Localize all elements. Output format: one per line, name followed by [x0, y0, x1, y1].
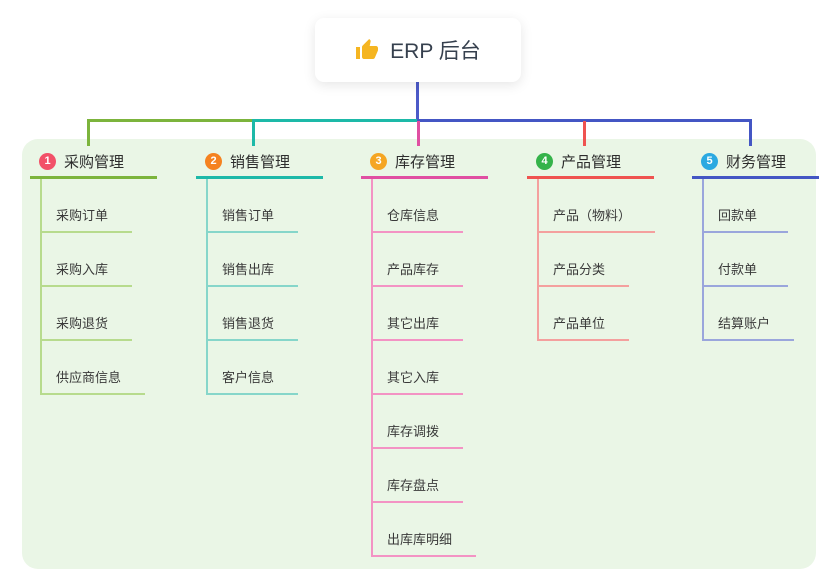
- branch-header[interactable]: 4 产品管理: [527, 146, 654, 179]
- child-label: 回款单: [718, 208, 758, 223]
- child-node[interactable]: 采购入库: [40, 233, 133, 287]
- connector-bus-teal: [252, 119, 418, 122]
- child-label: 库存盘点: [387, 478, 440, 493]
- child-label: 仓库信息: [387, 208, 440, 223]
- child-node[interactable]: 产品单位: [537, 287, 630, 341]
- branches-panel: [22, 139, 816, 569]
- child-label: 付款单: [718, 262, 758, 277]
- child-node[interactable]: 销售订单: [206, 179, 299, 233]
- connector-trunk: [416, 80, 419, 120]
- connector-bus-green: [87, 119, 253, 122]
- child-label: 出库库明细: [387, 532, 453, 547]
- branch-spine-line: [206, 179, 208, 395]
- child-label: 产品（物料）: [553, 208, 632, 223]
- child-node[interactable]: 采购订单: [40, 179, 133, 233]
- branch-children: 销售订单销售出库销售退货客户信息: [206, 179, 323, 395]
- child-label: 产品库存: [387, 262, 440, 277]
- child-node[interactable]: 产品（物料）: [537, 179, 656, 233]
- child-label: 客户信息: [222, 370, 275, 385]
- child-node[interactable]: 库存调拨: [371, 395, 464, 449]
- branch-children: 产品（物料） 产品分类产品单位: [537, 179, 656, 341]
- child-node[interactable]: 回款单: [702, 179, 788, 233]
- branch-label: 库存管理: [395, 153, 456, 171]
- connector-drop-5: [749, 121, 752, 146]
- child-node[interactable]: 库存盘点: [371, 449, 464, 503]
- child-label: 供应商信息: [56, 370, 122, 385]
- branch-header[interactable]: 3 库存管理: [361, 146, 488, 179]
- child-label: 销售出库: [222, 262, 275, 277]
- child-node[interactable]: 销售出库: [206, 233, 299, 287]
- connector-drop-1: [87, 121, 90, 146]
- branch-children: 采购订单采购入库采购退货供应商信息: [40, 179, 157, 395]
- connector-drop-4: [583, 121, 586, 146]
- child-label: 产品单位: [553, 316, 606, 331]
- child-node[interactable]: 销售退货: [206, 287, 299, 341]
- child-label: 采购退货: [56, 316, 109, 331]
- branch-number-badge: 2: [205, 152, 222, 170]
- child-label: 采购订单: [56, 208, 109, 223]
- child-node[interactable]: 供应商信息: [40, 341, 146, 395]
- branch-spine-line: [40, 179, 42, 395]
- child-node[interactable]: 采购退货: [40, 287, 133, 341]
- thumbs-up-icon: [355, 38, 379, 62]
- child-label: 其它入库: [387, 370, 440, 385]
- child-node[interactable]: 结算账户: [702, 287, 795, 341]
- child-node[interactable]: 仓库信息: [371, 179, 464, 233]
- branch-column: 2 销售管理 销售订单销售出库销售退货客户信息: [196, 146, 323, 395]
- child-node[interactable]: 产品库存: [371, 233, 464, 287]
- branch-number-badge: 3: [370, 152, 387, 170]
- branch-children: 仓库信息产品库存其它出库其它入库库存调拨库存盘点出库库明细: [371, 179, 488, 557]
- branch-number-badge: 5: [701, 152, 718, 170]
- child-label: 销售订单: [222, 208, 275, 223]
- child-node[interactable]: 客户信息: [206, 341, 299, 395]
- branch-column: 5 财务管理 回款单付款单结算账户: [692, 146, 819, 341]
- branch-number-badge: 4: [536, 152, 553, 170]
- branch-header[interactable]: 5 财务管理: [692, 146, 819, 179]
- branch-spine-line: [371, 179, 373, 557]
- child-label: 产品分类: [553, 262, 606, 277]
- branch-children: 回款单付款单结算账户: [702, 179, 819, 341]
- child-node[interactable]: 出库库明细: [371, 503, 477, 557]
- connector-drop-3: [417, 121, 420, 146]
- branch-label: 产品管理: [561, 153, 622, 171]
- connector-drop-2: [252, 121, 255, 146]
- child-label: 销售退货: [222, 316, 275, 331]
- branch-header[interactable]: 1 采购管理: [30, 146, 157, 179]
- root-node[interactable]: ERP 后台: [315, 18, 521, 82]
- root-label: ERP 后台: [390, 40, 481, 63]
- child-node[interactable]: 其它入库: [371, 341, 464, 395]
- child-label: 采购入库: [56, 262, 109, 277]
- branch-column: 3 库存管理 仓库信息产品库存其它出库其它入库库存调拨库存盘点出库库明细: [361, 146, 488, 557]
- branch-label: 销售管理: [230, 153, 291, 171]
- branch-spine-line: [702, 179, 704, 341]
- branch-header[interactable]: 2 销售管理: [196, 146, 323, 179]
- branch-column: 1 采购管理 采购订单采购入库采购退货供应商信息: [30, 146, 157, 395]
- child-node[interactable]: 其它出库: [371, 287, 464, 341]
- branch-column: 4 产品管理 产品（物料） 产品分类产品单位: [527, 146, 656, 341]
- child-label: 其它出库: [387, 316, 440, 331]
- branch-spine-line: [537, 179, 539, 341]
- branch-label: 财务管理: [726, 153, 787, 171]
- branch-number-badge: 1: [39, 152, 56, 170]
- child-label: 库存调拨: [387, 424, 440, 439]
- connector-bus-blue: [417, 119, 752, 122]
- child-node[interactable]: 付款单: [702, 233, 788, 287]
- child-label: 结算账户: [718, 316, 771, 331]
- child-node[interactable]: 产品分类: [537, 233, 630, 287]
- branch-label: 采购管理: [64, 153, 125, 171]
